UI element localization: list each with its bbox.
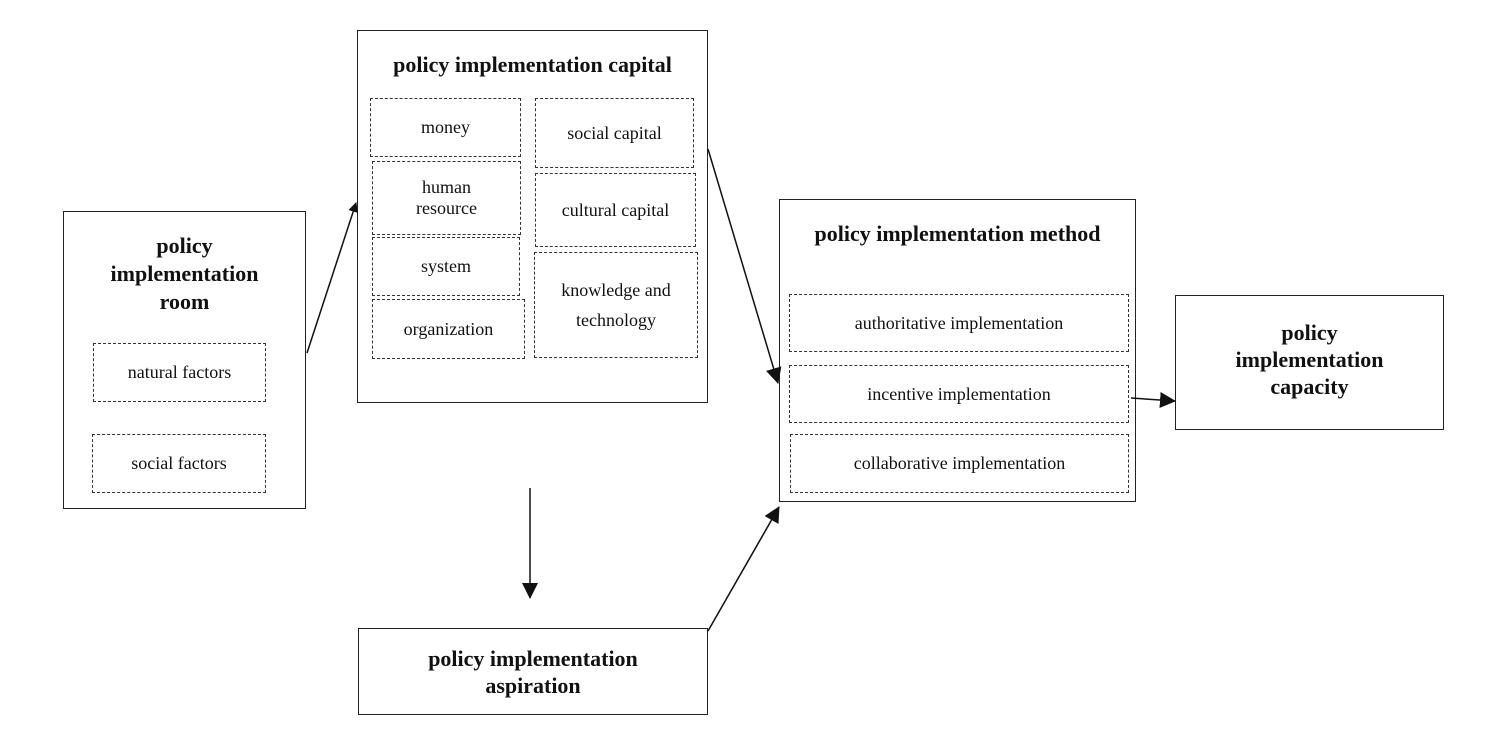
capital-item-organization: organization: [372, 299, 525, 359]
method-item-incentive: incentive implementation: [789, 365, 1129, 423]
capital-item-cultural-capital: cultural capital: [535, 173, 696, 247]
arrow-aspiration-to-method: [707, 506, 780, 632]
arrow-method-to-capacity: [1130, 391, 1176, 408]
capital-item-system: system: [372, 237, 520, 296]
aspiration-title: policy implementation aspiration: [428, 645, 638, 698]
aspiration-box: policy implementation aspiration: [358, 628, 708, 715]
method-item-collaborative: collaborative implementation: [790, 434, 1129, 493]
room-box: policy implementation room natural facto…: [63, 211, 306, 509]
capacity-title: policy implementation capacity: [1235, 320, 1384, 399]
capacity-box: policy implementation capacity: [1175, 295, 1444, 430]
method-item-authoritative: authoritative implementation: [789, 294, 1129, 352]
room-item-natural-factors: natural factors: [93, 343, 266, 402]
capital-item-social-capital: social capital: [535, 98, 694, 168]
capital-item-money: money: [370, 98, 521, 157]
method-box: policy implementation method authoritati…: [779, 199, 1136, 502]
room-title: policy implementation room: [110, 233, 259, 314]
capital-item-human-resource: human resource: [372, 161, 521, 235]
arrow-room-to-capital: [306, 202, 358, 354]
capital-box: policy implementation capital money huma…: [357, 30, 708, 403]
capital-item-knowledge-and-technology: knowledge and technology: [534, 252, 698, 358]
room-item-social-factors: social factors: [92, 434, 266, 493]
arrow-capital-to-method: [707, 148, 782, 384]
capital-title: policy implementation capital: [393, 52, 672, 77]
method-title: policy implementation method: [814, 221, 1101, 246]
